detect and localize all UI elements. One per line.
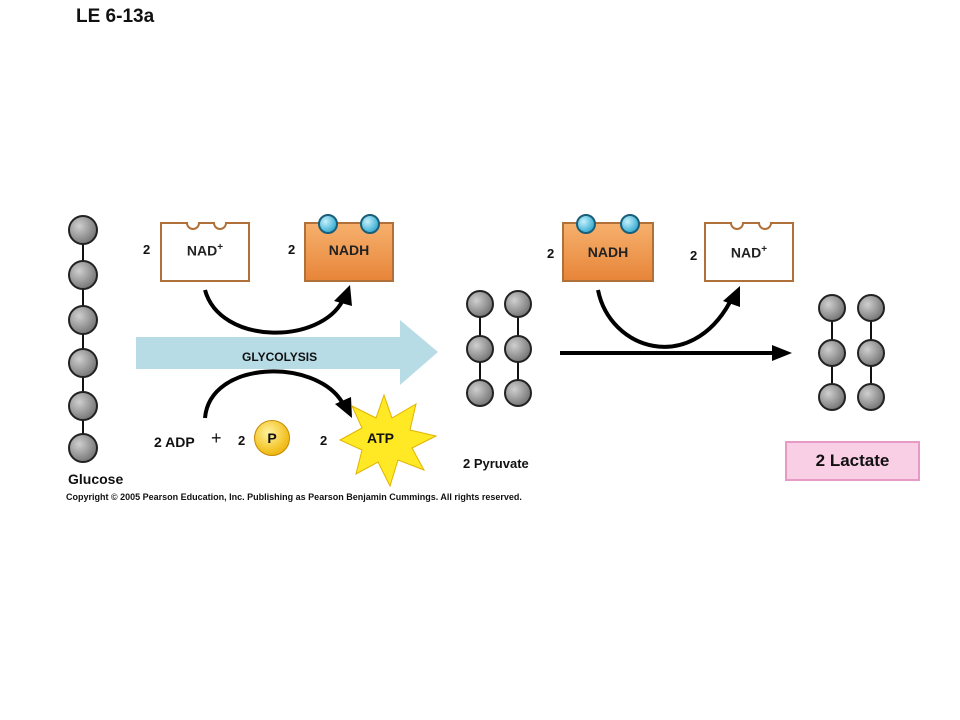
electron-slot	[186, 222, 200, 230]
glucose-carbon-4	[68, 348, 98, 378]
lactate-1-carbon-2	[818, 339, 846, 367]
lactate-label: 2 Lactate	[815, 451, 890, 470]
electron-4	[620, 214, 640, 234]
glucose-carbon-3	[68, 305, 98, 335]
nad-to-nadh-arrowhead	[334, 285, 352, 306]
nad-coefficient-2: 2	[690, 248, 698, 263]
nadh-carrier: NADH	[304, 222, 394, 282]
pyruvate-2-carbon-2	[504, 335, 532, 363]
pyruvate-to-lactate-arrowhead	[772, 345, 792, 361]
atp-label: ATP	[367, 430, 394, 446]
nadh-to-nad-arrow	[596, 289, 732, 349]
nad-coefficient: 2	[143, 242, 151, 257]
adp-to-atp-arrowhead	[335, 397, 352, 418]
figure-title: LE 6-13a	[76, 6, 155, 27]
nad-to-nadh-arrow	[203, 289, 345, 335]
plus-sign: +	[211, 428, 222, 448]
lactate-2-carbon-2	[857, 339, 885, 367]
nad-superscript-2: +	[761, 244, 768, 255]
phosphate-circle: P	[254, 420, 290, 456]
nad-plus-carrier: NAD+	[160, 222, 250, 282]
atp-coefficient: 2	[320, 433, 328, 448]
lactate-1-carbon-3	[818, 383, 846, 411]
glucose-carbon-2	[68, 260, 98, 290]
lactate-1-carbon-1	[818, 294, 846, 322]
pyruvate-1-carbon-1	[466, 290, 494, 318]
nadh-to-nad-arrowhead	[723, 286, 740, 307]
electron-1	[318, 214, 338, 234]
phosphate-coefficient: 2	[238, 433, 246, 448]
glucose-carbon-1	[68, 215, 98, 245]
glucose-carbon-6	[68, 433, 98, 463]
lactate-2-carbon-1	[857, 294, 885, 322]
electron-slot	[758, 222, 772, 230]
nadh-label: NADH	[328, 242, 370, 258]
pyruvate-1-carbon-2	[466, 335, 494, 363]
electron-slot	[730, 222, 744, 230]
glycolysis-arrow	[136, 320, 438, 385]
electron-3	[576, 214, 596, 234]
nad-label: NAD	[186, 242, 218, 259]
phosphate-label: P	[267, 430, 277, 446]
glucose-label: Glucose	[68, 471, 124, 487]
nad-label-2: NAD	[730, 244, 762, 261]
pyruvate-2-carbon-1	[504, 290, 532, 318]
electron-slot	[213, 222, 227, 230]
atp-burst	[338, 393, 438, 488]
nad-superscript: +	[217, 242, 224, 253]
lactate-label-box: 2 Lactate	[785, 441, 920, 481]
adp-to-atp-arrow	[203, 369, 344, 419]
nadh-coefficient-2: 2	[547, 246, 555, 261]
pyruvate-label: 2 Pyruvate	[463, 456, 529, 471]
nadh-carrier-2: NADH	[562, 222, 654, 282]
nad-plus-carrier-2: NAD+	[704, 222, 794, 282]
lactate-2-carbon-3	[857, 383, 885, 411]
pyruvate-2-carbon-3	[504, 379, 532, 407]
copyright-notice: Copyright © 2005 Pearson Education, Inc.…	[66, 492, 522, 502]
pyruvate-1-carbon-3	[466, 379, 494, 407]
adp-label: 2 ADP	[154, 434, 195, 450]
nadh-label-2: NADH	[587, 244, 629, 260]
nadh-coefficient: 2	[288, 242, 296, 257]
glycolysis-label: GLYCOLYSIS	[242, 350, 318, 364]
electron-2	[360, 214, 380, 234]
glucose-carbon-5	[68, 391, 98, 421]
